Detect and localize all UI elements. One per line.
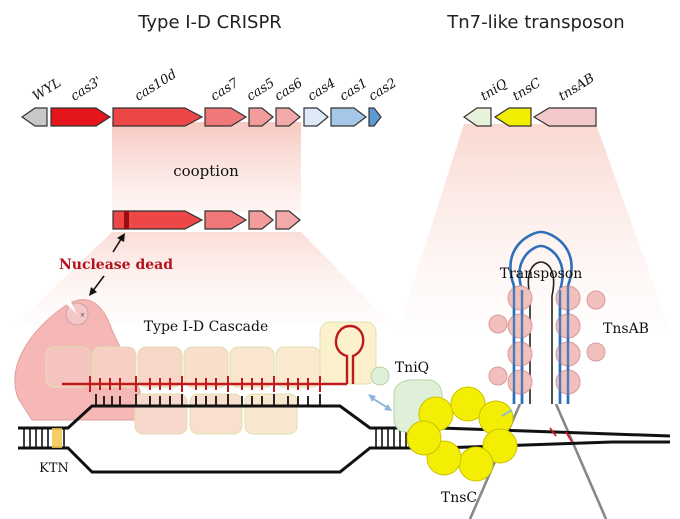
flank-right bbox=[554, 403, 608, 519]
gene-label-wyl: WYL bbox=[30, 75, 64, 104]
dna-base-pairs bbox=[23, 428, 407, 448]
nuclease-dead-arrow-down bbox=[91, 275, 105, 293]
insertion-site-dna bbox=[439, 426, 671, 450]
gene-arrow-cas10d bbox=[112, 107, 204, 127]
gene-label-tnsab: tnsAB bbox=[556, 71, 597, 105]
transposon-title: Tn7-like transposon bbox=[446, 12, 624, 33]
gene-label-cas7: cas7 bbox=[208, 75, 242, 104]
arrowhead-up bbox=[117, 233, 125, 242]
gene-arrow-cas2 bbox=[368, 107, 382, 127]
arrowhead-blue-1 bbox=[368, 394, 376, 402]
crrna-hairpin bbox=[334, 324, 365, 384]
tn-lines-overlay bbox=[512, 286, 570, 404]
crrna-ticks bbox=[89, 376, 321, 392]
arrowhead-down bbox=[89, 287, 97, 296]
gene-label-cas10d: cas10d bbox=[132, 67, 179, 104]
gene-arrow-tnsab bbox=[532, 107, 597, 127]
tniq-hook bbox=[370, 366, 390, 386]
tn-loop-inner bbox=[518, 244, 564, 404]
coopted-arrow-cas10d bbox=[112, 210, 204, 230]
gene-arrow-cas4 bbox=[303, 107, 329, 127]
transposon-label: Transposon bbox=[500, 266, 583, 282]
arrowhead-blue-2 bbox=[384, 404, 392, 411]
transposon-fan bbox=[398, 124, 670, 330]
tnsc-label: TnsC bbox=[441, 490, 477, 506]
gene-label-cas3: cas3' bbox=[68, 74, 104, 105]
gene-arrow-cas7 bbox=[204, 107, 248, 127]
ktn-pam bbox=[52, 428, 62, 448]
hd-notch bbox=[64, 300, 77, 314]
gene-label-tniq: tniQ bbox=[478, 76, 510, 104]
cascade-fan bbox=[15, 232, 392, 325]
crispr-title: Type I-D CRISPR bbox=[137, 12, 282, 33]
dna-bottom-strand bbox=[18, 446, 440, 474]
gene-arrow-cas5 bbox=[248, 107, 274, 127]
gene-arrow-tniq bbox=[462, 107, 492, 127]
nuclease-dead-mark bbox=[124, 211, 129, 229]
cas7-box-1 bbox=[45, 346, 91, 388]
tnsab-label: TnsAB bbox=[603, 321, 649, 337]
cas11-box-1 bbox=[134, 393, 188, 435]
gene-arrow-wyl bbox=[20, 107, 48, 127]
cas11-box-2 bbox=[189, 393, 243, 435]
cas7-box-2 bbox=[91, 346, 137, 388]
gene-label-cas1: cas1 bbox=[337, 76, 370, 105]
tn-loop-outer bbox=[509, 230, 573, 404]
cooption-fan bbox=[112, 122, 301, 212]
cut-sites bbox=[549, 427, 573, 443]
gene-label-cas4: cas4 bbox=[305, 76, 338, 105]
target-ticks bbox=[95, 394, 321, 406]
x-mark: × bbox=[80, 310, 85, 320]
gene-label-cas6: cas6 bbox=[272, 76, 305, 105]
gene-label-cas5: cas5 bbox=[244, 76, 277, 105]
cas11-box-3 bbox=[244, 393, 298, 435]
gene-arrow-cas1 bbox=[330, 107, 367, 127]
tn-loop-black-1 bbox=[527, 261, 555, 404]
gene-label-cas2: cas2 bbox=[366, 76, 399, 105]
cooption-label: cooption bbox=[173, 162, 239, 180]
nuclease-dead-label: Nuclease dead bbox=[59, 257, 173, 273]
coopted-arrow-cas5 bbox=[248, 210, 274, 230]
coopted-arrow-cas6 bbox=[275, 210, 301, 230]
gene-arrow-tnsc bbox=[493, 107, 532, 127]
cascade-label: Type I-D Cascade bbox=[144, 319, 269, 335]
gene-label-tnsc: tnsC bbox=[510, 76, 544, 105]
coopted-arrow-cas7 bbox=[204, 210, 248, 230]
tnsc-heptamer bbox=[406, 386, 518, 482]
gene-arrow-cas3 bbox=[50, 107, 112, 127]
gene-arrow-cas6 bbox=[275, 107, 301, 127]
interaction-arrows bbox=[371, 397, 513, 417]
tniq-label: TniQ bbox=[395, 360, 429, 376]
cascade-complex: × bbox=[14, 299, 377, 435]
ktn-label: KTN bbox=[39, 461, 69, 476]
